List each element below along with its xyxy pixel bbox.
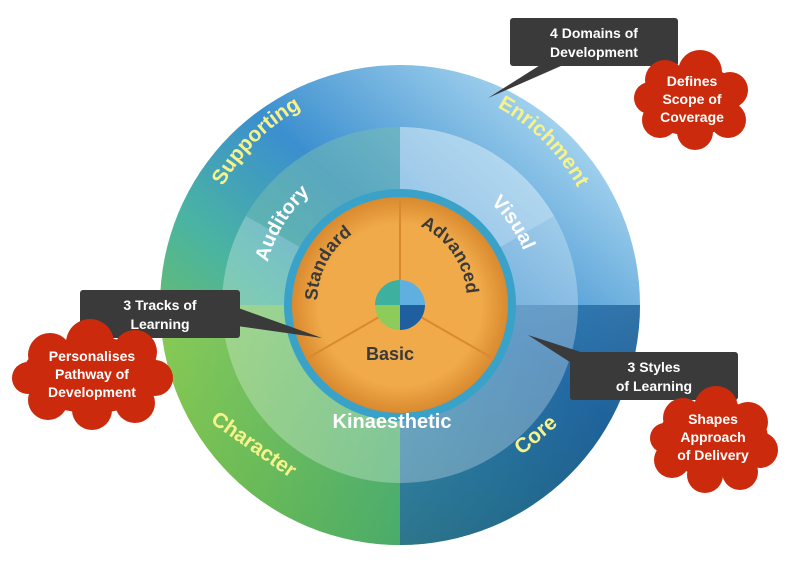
callout-tracks-line2: Learning bbox=[130, 316, 189, 332]
cloud-scope-line3: Coverage bbox=[660, 109, 724, 125]
callout-styles-line2: of Learning bbox=[616, 378, 692, 394]
callout-tracks-box bbox=[80, 290, 240, 338]
track-basic-label: Basic bbox=[366, 344, 414, 364]
callout-styles-box bbox=[570, 352, 738, 400]
callout-styles: 3 Styles of Learning bbox=[528, 335, 738, 400]
cloud-pathway-line3: Development bbox=[48, 384, 136, 400]
callout-domains-pointer bbox=[488, 62, 570, 98]
style-kinaesthetic-label: Kinaesthetic bbox=[333, 411, 452, 433]
cloud-pathway-line2: Pathway of bbox=[55, 366, 129, 382]
cloud-delivery-line3: of Delivery bbox=[677, 447, 749, 463]
cloud-delivery-shape bbox=[650, 386, 778, 493]
callout-domains-line1: 4 Domains of bbox=[550, 25, 638, 41]
callout-domains: 4 Domains of Development bbox=[488, 18, 678, 98]
cloud-delivery-line2: Approach bbox=[680, 429, 745, 445]
cloud-scope-shape bbox=[634, 50, 748, 150]
callout-domains-box bbox=[510, 18, 678, 66]
center-pinwheel bbox=[375, 280, 425, 330]
cloud-pathway-line1: Personalises bbox=[49, 348, 136, 364]
cloud-pathway-shape bbox=[12, 319, 173, 430]
cloud-scope-line1: Defines bbox=[667, 73, 718, 89]
cloud-scope-line2: Scope of bbox=[662, 91, 721, 107]
cloud-delivery: Shapes Approach of Delivery bbox=[650, 386, 778, 493]
callout-styles-line1: 3 Styles bbox=[628, 359, 681, 375]
cloud-delivery-line1: Shapes bbox=[688, 411, 738, 427]
callout-tracks-line1: 3 Tracks of bbox=[123, 297, 196, 313]
callout-tracks: 3 Tracks of Learning bbox=[80, 290, 322, 338]
cloud-pathway: Personalises Pathway of Development bbox=[12, 319, 173, 430]
callout-domains-line2: Development bbox=[550, 44, 638, 60]
callout-tracks-pointer bbox=[230, 305, 322, 338]
cloud-scope: Defines Scope of Coverage bbox=[634, 50, 748, 150]
